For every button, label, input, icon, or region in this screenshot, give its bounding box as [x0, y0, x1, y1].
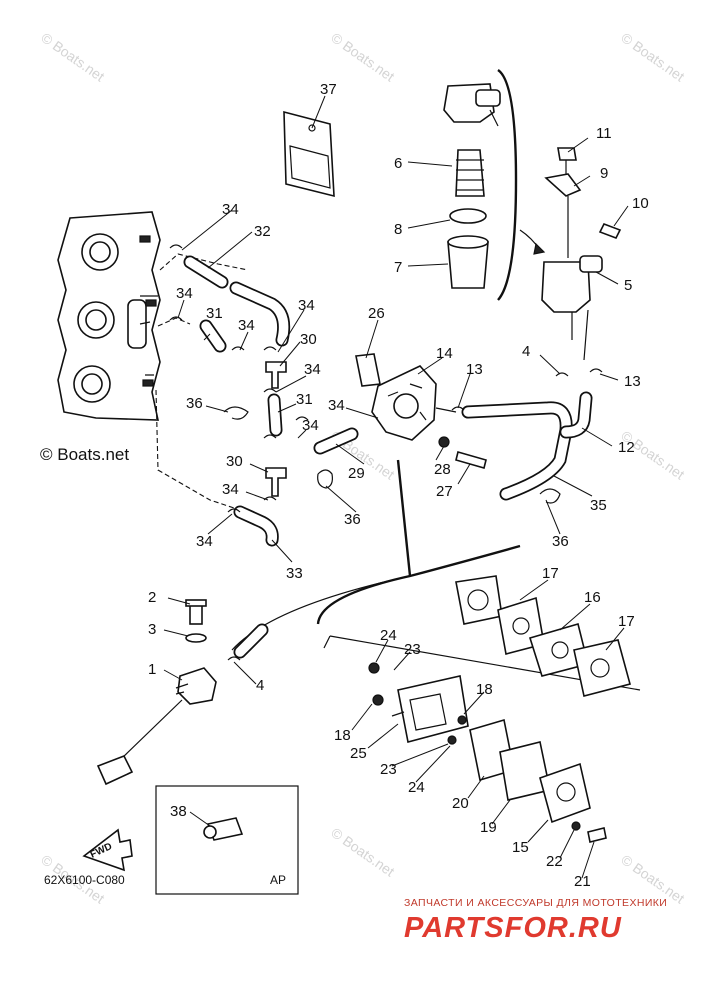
callout-3: 3	[148, 621, 156, 638]
callout-27: 27	[436, 483, 453, 500]
callout-34-right: 34	[304, 361, 321, 378]
callout-34-upper-right: 34	[298, 297, 315, 314]
callout-18-left: 18	[334, 727, 351, 744]
callout-21: 21	[574, 873, 591, 890]
callout-16: 16	[584, 589, 601, 606]
callout-29: 29	[348, 465, 365, 482]
callout-31-upper: 31	[206, 305, 223, 322]
callout-23-lower: 23	[380, 761, 397, 778]
callout-15: 15	[512, 839, 529, 856]
callout-34-pump: 34	[328, 397, 345, 414]
callout-8: 8	[394, 221, 402, 238]
callout-4-upper: 4	[522, 343, 530, 360]
callout-5: 5	[624, 277, 632, 294]
callout-34-mid: 34	[238, 317, 255, 334]
inset-box	[155, 785, 299, 895]
callout-23-upper: 23	[404, 641, 421, 658]
callout-34-top: 34	[222, 201, 239, 218]
callout-36-mid: 36	[344, 511, 361, 528]
watermark: © Boats.net	[618, 29, 687, 84]
callout-14: 14	[436, 345, 453, 362]
callout-17-upper: 17	[542, 565, 559, 582]
callout-31-lower: 31	[296, 391, 313, 408]
pump-body-exploded	[368, 662, 607, 843]
fuel-pump-assembly	[355, 353, 487, 469]
callout-34-left: 34	[176, 285, 193, 302]
callout-24-lower: 24	[408, 779, 425, 796]
callout-11: 11	[596, 125, 612, 142]
site-tagline: ЗАПЧАСТИ И АКСЕССУАРЫ ДЛЯ МОТОТЕХНИКИ	[404, 897, 667, 909]
callout-28: 28	[434, 461, 451, 478]
callout-9: 9	[600, 165, 608, 182]
callout-20: 20	[452, 795, 469, 812]
carburetor-stack	[57, 211, 161, 421]
callout-10: 10	[632, 195, 649, 212]
callout-labels: 37 6 8 7 11 9 10 5 4 13 12 35 36 13 14 2…	[148, 81, 649, 890]
callout-32: 32	[254, 223, 271, 240]
callout-17-lower: 17	[618, 613, 635, 630]
callout-4-lower: 4	[256, 677, 264, 694]
fuel-filter-assembly	[541, 147, 622, 361]
fwd-arrow-icon: FWD	[82, 828, 133, 872]
callout-38: 38	[170, 803, 187, 820]
callout-25: 25	[350, 745, 367, 762]
callout-2: 2	[148, 589, 156, 606]
left-hose-network	[169, 244, 359, 547]
site-logo[interactable]: PARTSFOR.RU	[404, 912, 622, 944]
watermark: © Boats.net	[328, 824, 397, 879]
callout-33: 33	[286, 565, 303, 582]
warning-label-tag	[283, 110, 335, 198]
callout-18-right: 18	[476, 681, 493, 698]
callout-24-upper: 24	[380, 627, 397, 644]
leader-lines	[163, 95, 629, 879]
right-hoses	[451, 368, 603, 504]
callout-30-lower: 30	[226, 453, 243, 470]
callout-30-upper: 30	[300, 331, 317, 348]
callout-13-right: 13	[624, 373, 641, 390]
callout-34-bottom: 34	[196, 533, 213, 550]
callout-36-left: 36	[186, 395, 203, 412]
watermark: © Boats.net	[328, 29, 397, 84]
inset-label: AP	[270, 873, 286, 887]
callout-13-mid: 13	[466, 361, 483, 378]
diagram-code: 62X6100-C080	[44, 873, 125, 887]
callout-22: 22	[546, 853, 563, 870]
callout-37: 37	[320, 81, 337, 98]
callout-36-right: 36	[552, 533, 569, 550]
fuel-joint-assembly	[96, 599, 269, 786]
sensor-part	[203, 817, 244, 841]
callout-6: 6	[394, 155, 402, 172]
callout-7: 7	[394, 259, 402, 276]
pump-gaskets	[455, 575, 631, 697]
callout-34-lower-right: 34	[302, 417, 319, 434]
fuel-filter-exploded	[443, 69, 546, 301]
watermark: © Boats.net	[38, 29, 107, 84]
callout-34-lower: 34	[222, 481, 239, 498]
callout-12: 12	[618, 439, 635, 456]
callout-1: 1	[148, 661, 156, 678]
watermark-main: © Boats.net	[40, 445, 129, 464]
callout-19: 19	[480, 819, 497, 836]
callout-26: 26	[368, 305, 385, 322]
callout-35: 35	[590, 497, 607, 514]
